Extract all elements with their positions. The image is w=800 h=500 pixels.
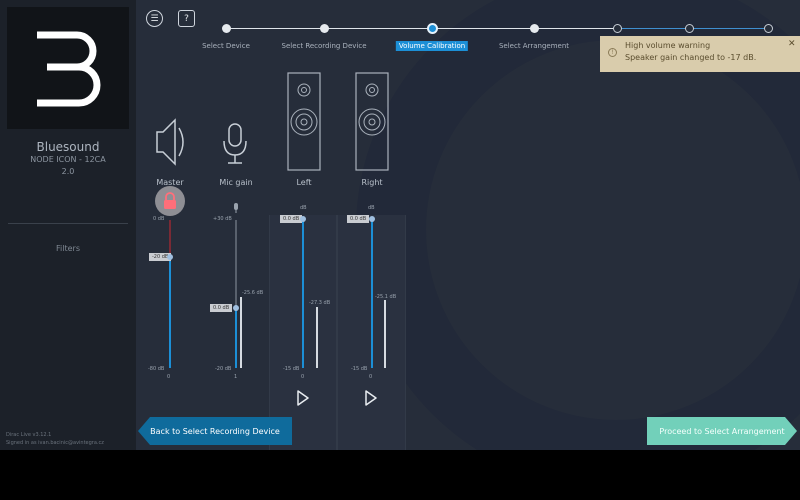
device-version: 2.0 — [61, 167, 75, 176]
speaker-icon — [156, 118, 184, 166]
signed-in-user: Signed in as ivan.bacinic@avintegra.cz — [6, 440, 104, 446]
lock-icon — [164, 192, 176, 209]
back-button[interactable]: Back to Select Recording Device — [138, 417, 292, 445]
mic-min-label: -20 dB — [215, 366, 232, 372]
device-model: NODE ICON - 12CA — [30, 155, 106, 164]
device-brand: Bluesound — [36, 140, 100, 154]
mic-small-icon — [234, 203, 238, 213]
left-slider-knob[interactable] — [300, 216, 306, 222]
mic-max-label: +30 dB — [213, 216, 232, 222]
mic-level-label: -25.6 dB — [242, 290, 264, 296]
toast-title: High volume warning — [625, 41, 711, 50]
left-level-bar — [316, 307, 318, 368]
mic-slider-knob[interactable] — [233, 305, 239, 311]
step-dot-4[interactable] — [530, 24, 539, 33]
master-value-tag[interactable]: -20 dB — [149, 253, 172, 261]
right-unit-label: dB — [368, 205, 375, 211]
step-label-4: Select Arrangement — [498, 42, 570, 50]
left-value-tag[interactable]: 0.0 dB — [280, 215, 303, 223]
right-track-fill — [371, 220, 373, 368]
right-speaker-icon — [355, 72, 389, 171]
master-min-label: -80 dB — [148, 366, 165, 372]
right-footer: 0 — [369, 374, 373, 380]
mic-gain-label: Mic gain — [219, 178, 253, 187]
master-max-label: 0 dB — [153, 216, 165, 222]
left-level-label: -27.3 dB — [309, 300, 331, 306]
left-track-fill — [302, 220, 304, 368]
mic-track-upper — [235, 220, 237, 308]
master-slider-knob[interactable] — [167, 254, 173, 260]
step-dot-2[interactable] — [320, 24, 329, 33]
right-min-label: -15 dB — [351, 366, 368, 372]
proceed-button[interactable]: Proceed to Select Arrangement — [647, 417, 797, 445]
main-panel — [136, 0, 800, 450]
left-speaker-icon — [287, 72, 321, 171]
close-icon[interactable]: ✕ — [788, 39, 796, 49]
left-footer: 0 — [301, 374, 305, 380]
sidebar: Bluesound NODE ICON - 12CA 2.0 Filters D… — [0, 0, 136, 450]
right-slider-knob[interactable] — [369, 216, 375, 222]
volume-warning-toast: ! High volume warning Speaker gain chang… — [600, 36, 800, 72]
right-level-label: -25.1 dB — [375, 294, 397, 300]
menu-button[interactable]: ☰ — [146, 10, 163, 27]
sidebar-item-filters[interactable]: Filters — [56, 244, 80, 253]
left-min-label: -15 dB — [283, 366, 300, 372]
master-track-upper — [169, 220, 171, 257]
bluesound-logo — [7, 7, 129, 129]
app-version: Dirac Live v3.12.1 — [6, 432, 52, 438]
help-button[interactable]: ? — [178, 10, 195, 27]
menu-icon: ☰ — [150, 13, 159, 24]
mic-track-fill — [235, 308, 237, 368]
step-label-1: Select Device — [202, 42, 250, 50]
mic-value-tag[interactable]: 0.0 dB — [210, 304, 233, 312]
volume-lock-button[interactable] — [155, 186, 185, 216]
step-label-2: Select Recording Device — [281, 42, 367, 50]
right-level-bar — [384, 300, 386, 368]
step-label-3: Volume Calibration — [395, 41, 469, 51]
help-icon: ? — [184, 13, 189, 24]
left-play-button[interactable] — [296, 390, 310, 406]
step-dot-6[interactable] — [685, 24, 694, 33]
mic-footer: 1 — [234, 374, 238, 380]
sidebar-divider — [8, 223, 128, 224]
right-play-button[interactable] — [364, 390, 378, 406]
info-icon: ! — [608, 48, 617, 57]
step-dot-7[interactable] — [764, 24, 773, 33]
stepper-line-done — [226, 28, 617, 29]
step-dot-1[interactable] — [222, 24, 231, 33]
master-track-fill — [169, 257, 171, 368]
microphone-icon — [223, 123, 247, 164]
master-label: Master — [156, 178, 184, 187]
right-value-tag[interactable]: 0.0 dB — [347, 215, 370, 223]
toast-message: Speaker gain changed to -17 dB. — [625, 53, 757, 62]
mic-level-bar — [240, 297, 242, 368]
master-footer: 0 — [167, 374, 171, 380]
step-dot-3[interactable] — [427, 23, 438, 34]
right-label: Right — [361, 178, 383, 187]
left-label: Left — [296, 178, 312, 187]
step-dot-5[interactable] — [613, 24, 622, 33]
left-unit-label: dB — [300, 205, 307, 211]
